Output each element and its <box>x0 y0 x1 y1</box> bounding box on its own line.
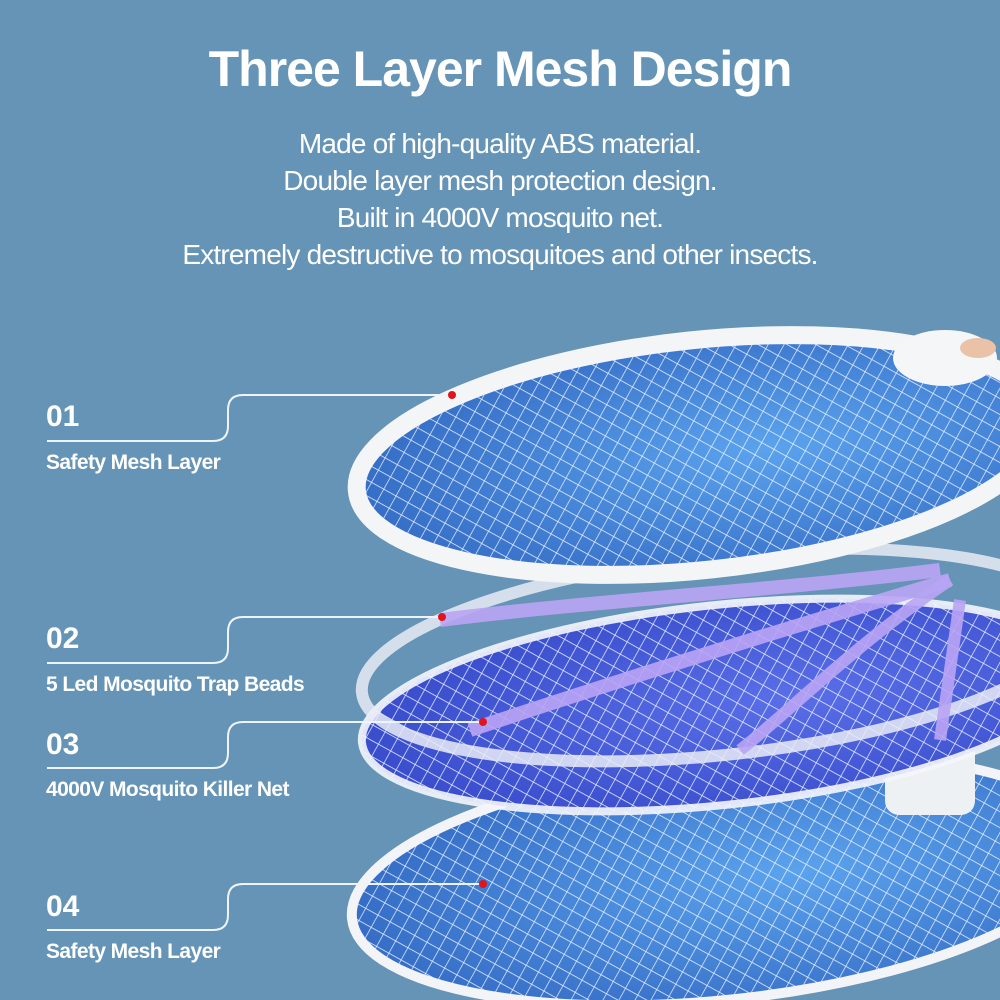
description: Made of high-quality ABS material. Doubl… <box>0 125 1000 273</box>
marker-dot <box>438 613 446 621</box>
marker-dot <box>479 880 487 888</box>
marker-dot <box>448 391 456 399</box>
description-line: Extremely destructive to mosquitoes and … <box>182 239 818 270</box>
layer-label: 4000V Mosquito Killer Net <box>46 778 290 801</box>
layer-number: 02 <box>46 622 80 655</box>
layer-2-led-beads <box>355 542 1000 768</box>
description-line: Double layer mesh protection design. <box>283 165 717 196</box>
layer-label: Safety Mesh Layer <box>46 940 221 963</box>
leader-lines <box>47 394 483 931</box>
layer-1-safety-mesh <box>347 326 1000 584</box>
layer-number: 03 <box>46 728 80 761</box>
layer-4-safety-mesh <box>346 735 1000 1000</box>
layer-label: Safety Mesh Layer <box>46 451 221 474</box>
marker-dot <box>479 718 487 726</box>
page-title: Three Layer Mesh Design <box>208 41 793 97</box>
layer-number: 04 <box>46 890 80 923</box>
description-line: Built in 4000V mosquito net. <box>336 202 664 233</box>
layer-number: 01 <box>46 400 80 433</box>
description-line: Made of high-quality ABS material. <box>298 128 702 159</box>
layer-label: 5 Led Mosquito Trap Beads <box>46 673 305 696</box>
